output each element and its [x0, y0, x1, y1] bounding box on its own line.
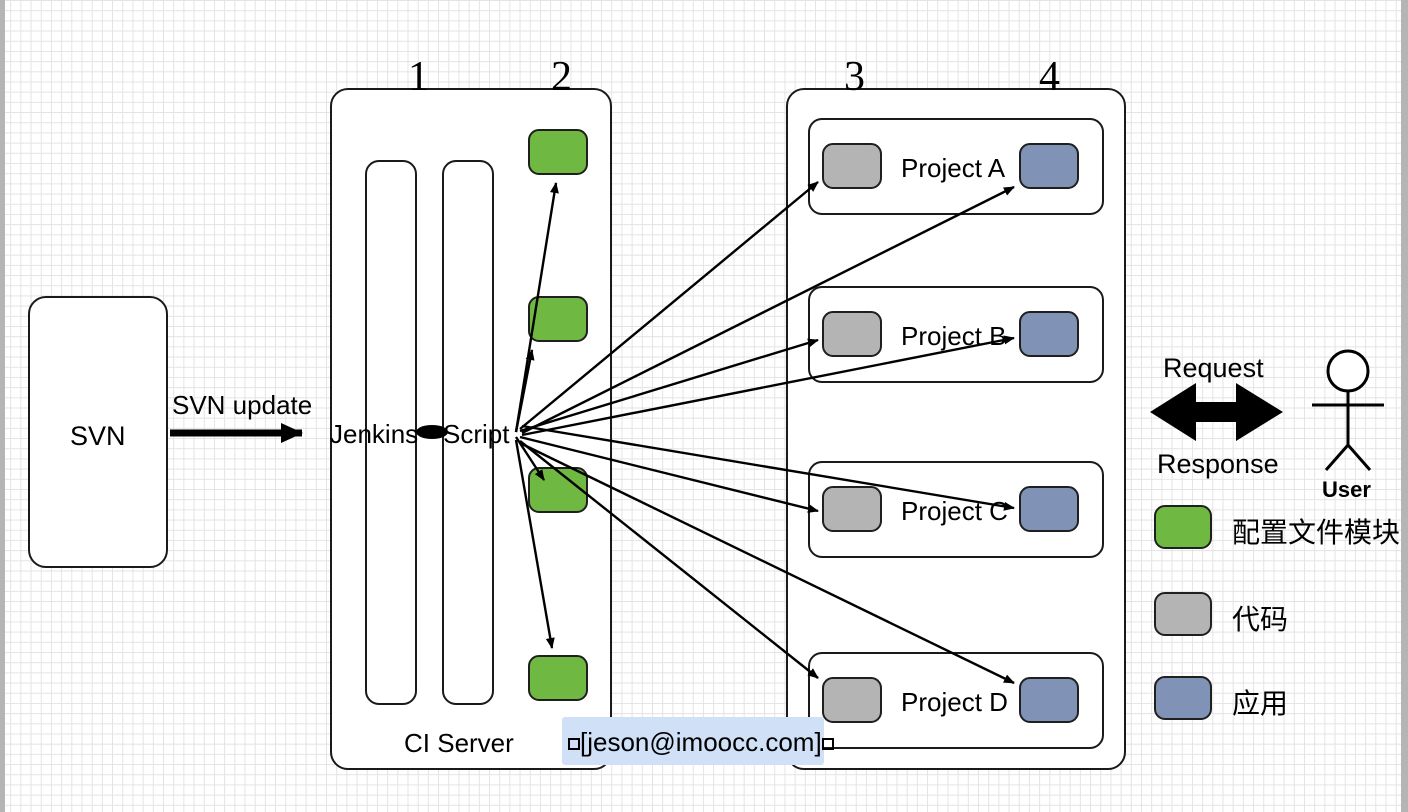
- project-d-label: Project D: [901, 687, 1008, 717]
- user-stick-figure: [1312, 349, 1384, 471]
- step-number-3: 3: [844, 54, 865, 100]
- svn-label: SVN: [70, 421, 126, 451]
- legend-swatch-application: [1154, 676, 1212, 720]
- jenkins-label: Jenkins: [330, 419, 419, 449]
- project-a-label: Project A: [901, 153, 1006, 183]
- legend-swatch-config-module: [1154, 505, 1212, 549]
- project-b-app-chip[interactable]: [1019, 311, 1079, 357]
- legend-swatch-code: [1154, 592, 1212, 636]
- step-number-1: 1: [408, 54, 429, 100]
- svn-box[interactable]: [28, 296, 168, 568]
- project-c-app-chip[interactable]: [1019, 486, 1079, 532]
- user-label: User: [1322, 477, 1371, 502]
- response-label: Response: [1157, 449, 1279, 479]
- watermark-email-text: [jeson@imoocc.com]: [580, 727, 822, 757]
- svn-update-edge-label: SVN update: [172, 390, 313, 420]
- tofu-glyph-trailing: [821, 738, 834, 750]
- step-number-2: 2: [551, 54, 572, 100]
- project-a-code-chip[interactable]: [822, 143, 882, 189]
- step-number-4: 4: [1039, 54, 1060, 100]
- ci-server-caption: CI Server: [404, 728, 514, 758]
- request-label: Request: [1163, 353, 1264, 383]
- config-module-chip-3[interactable]: [528, 467, 588, 513]
- watermark-email: [jeson@imoocc.com]: [568, 727, 834, 758]
- left-gutter-strip: [0, 0, 5, 812]
- request-response-double-arrow: [1150, 383, 1283, 441]
- watermark-highlight: [562, 717, 824, 765]
- config-module-chip-1[interactable]: [528, 129, 588, 175]
- project-d-code-chip[interactable]: [822, 677, 882, 723]
- project-b-code-chip[interactable]: [822, 311, 882, 357]
- tofu-glyph-leading: [568, 738, 580, 750]
- legend-label-application: 应用: [1232, 688, 1289, 719]
- legend-label-config-module: 配置文件模块: [1232, 517, 1401, 548]
- script-label: Script: [443, 419, 510, 449]
- project-b-label: Project B: [901, 321, 1007, 351]
- config-module-chip-4[interactable]: [528, 655, 588, 701]
- project-a-app-chip[interactable]: [1019, 143, 1079, 189]
- config-module-chip-2[interactable]: [528, 296, 588, 342]
- legend-label-code: 代码: [1232, 604, 1289, 635]
- ci-server-column-left: [365, 160, 417, 705]
- project-d-app-chip[interactable]: [1019, 677, 1079, 723]
- project-c-label: Project C: [901, 496, 1008, 526]
- project-c-code-chip[interactable]: [822, 486, 882, 532]
- right-gutter-strip: [1401, 0, 1408, 812]
- ci-server-column-right: [442, 160, 494, 705]
